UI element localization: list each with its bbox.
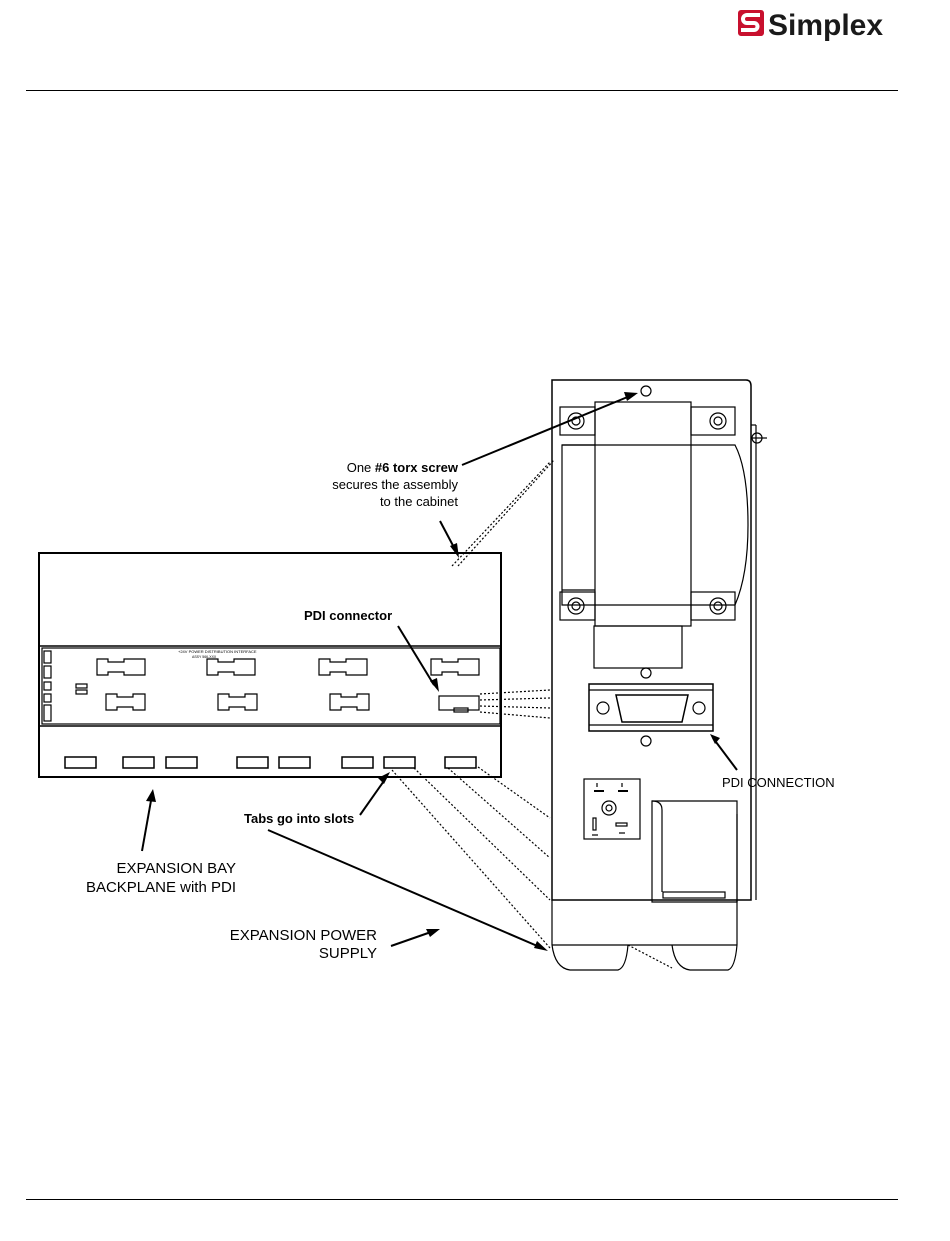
tabs-slots-label: Tabs go into slots [244, 811, 354, 826]
pdi-connection-bracket [589, 684, 713, 731]
power-supply-label-line2: SUPPLY [319, 945, 377, 962]
torx-screw-label-line1: One #6 torx screw [347, 460, 459, 475]
expansion-power-supply [552, 380, 767, 970]
torx-screw-label-line3: to the cabinet [380, 494, 458, 509]
backplane-label-line1: EXPANSION BAY [117, 860, 236, 877]
torx-screw-label-line2: secures the assembly [332, 477, 458, 492]
torx-screw-hole [641, 386, 651, 396]
backplane-label-line2: BACKPLANE with PDI [86, 879, 236, 896]
expansion-bay-backplane: +24V POWER DISTRIBUTION INTERFACE ASSY 5… [39, 553, 501, 777]
pdi-connection-label: PDI CONNECTION [722, 775, 835, 790]
power-supply-label-line1: EXPANSION POWER [230, 927, 377, 944]
alignment-lines [392, 460, 672, 968]
pdi-connector-label: PDI connector [304, 608, 392, 623]
board-title-text: +24V POWER DISTRIBUTION INTERFACE [178, 649, 257, 654]
diagram-labels: One #6 torx screw secures the assembly t… [86, 460, 835, 962]
